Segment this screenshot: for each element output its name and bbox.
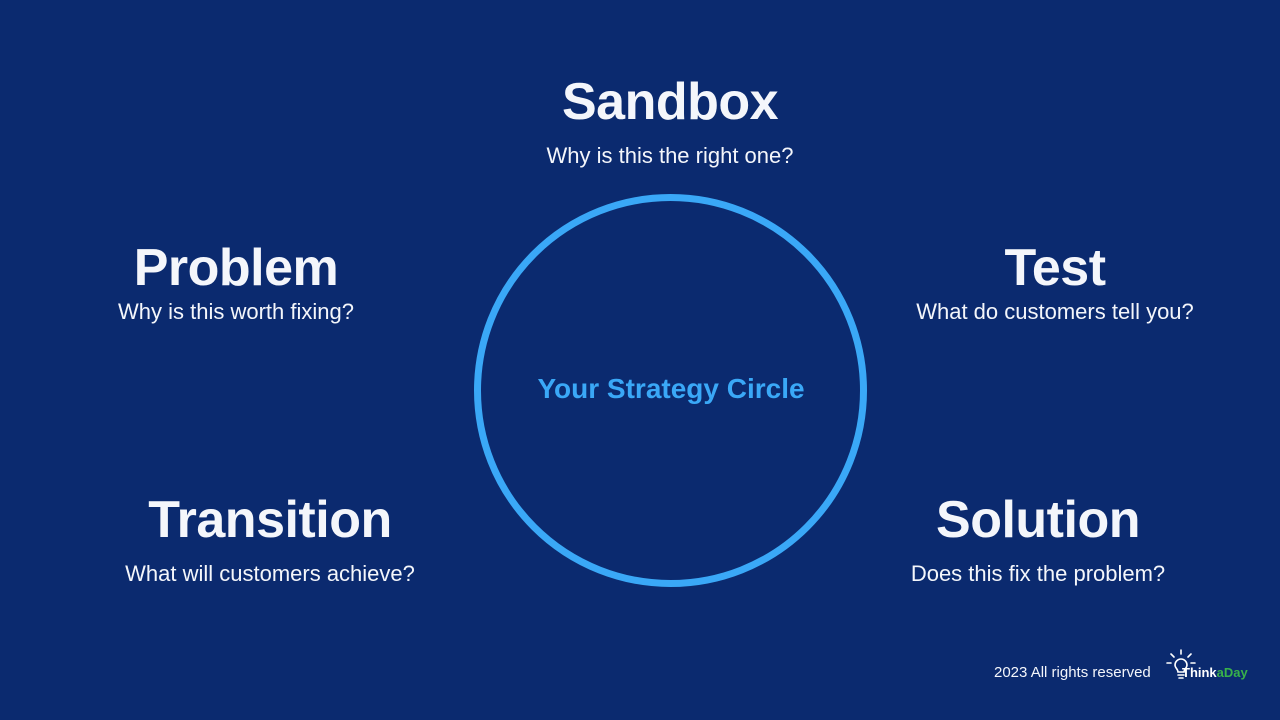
node-title: Solution [936, 491, 1140, 549]
logo-wordmark: ThinkaDay [1182, 665, 1248, 681]
node-title: Test [1004, 239, 1106, 297]
logo-text-think: Think [1182, 665, 1217, 680]
node-question: What do customers tell you? [916, 299, 1194, 324]
node-test: Test What do customers tell you? [916, 238, 1194, 326]
node-title: Sandbox [561, 73, 779, 131]
copyright-text: 2023 All rights reserved [994, 664, 1151, 681]
logo-text-aday: aDay [1216, 665, 1248, 680]
node-title: Transition [148, 491, 392, 549]
node-problem: Problem Why is this worth fixing? [118, 238, 354, 326]
strategy-circle [474, 194, 867, 587]
node-question: Why is this worth fixing? [118, 299, 354, 324]
node-question: Why is this the right one? [546, 143, 794, 168]
node-transition: Transition What will customers achieve? [125, 490, 415, 588]
lightbulb-icon [1166, 649, 1196, 679]
circle-label: Your Strategy Circle [537, 373, 805, 404]
node-title: Problem [133, 239, 339, 297]
node-sandbox: Sandbox Why is this the right one? [546, 72, 793, 170]
brand-logo: ThinkaDay [1166, 648, 1252, 688]
node-solution: Solution Does this fix the problem? [911, 490, 1165, 588]
node-question: What will customers achieve? [125, 561, 415, 586]
node-question: Does this fix the problem? [910, 561, 1166, 586]
